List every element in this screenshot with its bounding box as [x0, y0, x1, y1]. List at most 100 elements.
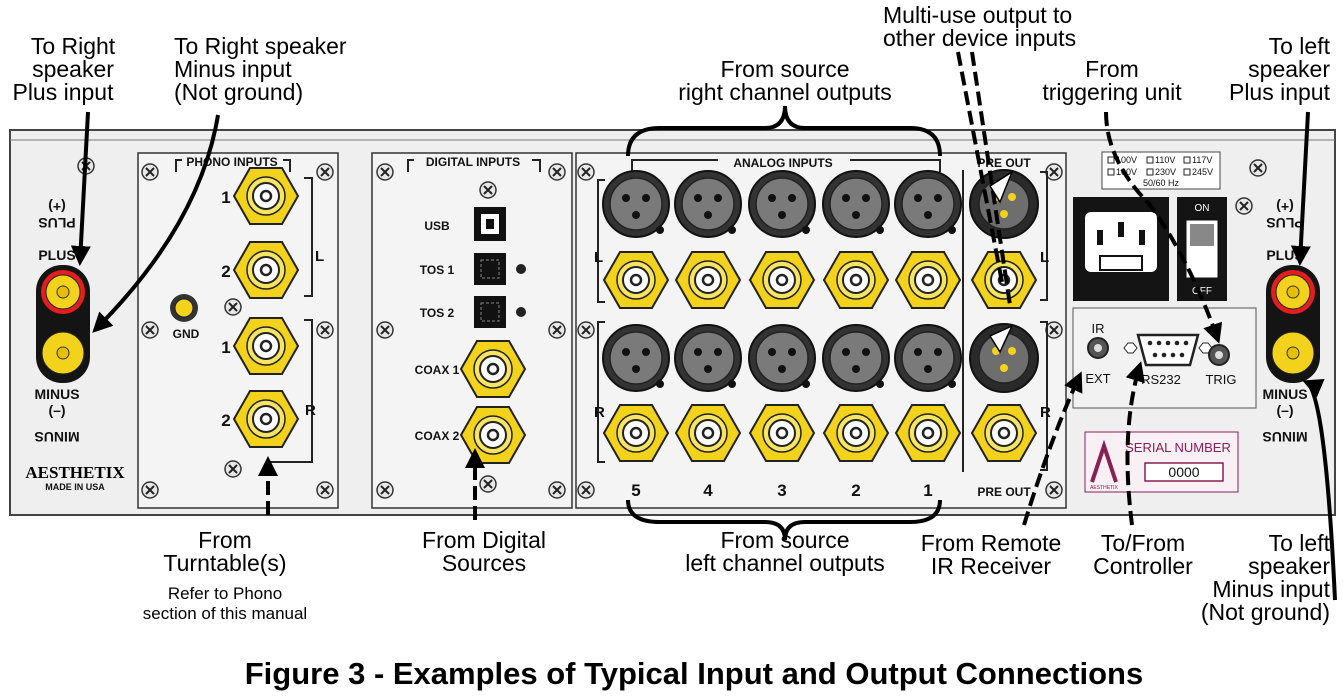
- svg-text:right channel outputs: right channel outputs: [678, 79, 892, 105]
- analog-input-number: 3: [777, 481, 786, 500]
- svg-text:From Remote: From Remote: [921, 530, 1062, 556]
- svg-text:To left: To left: [1269, 33, 1331, 59]
- rs232-pin: [1174, 340, 1180, 346]
- callout-source-right: From source right channel outputs: [678, 56, 892, 105]
- svg-text:R: R: [594, 404, 605, 421]
- svg-text:PLUS: PLUS: [1266, 247, 1303, 263]
- digital-header: DIGITAL INPUTS: [426, 155, 520, 169]
- svg-text:PLUS: PLUS: [1266, 215, 1303, 231]
- analog-xlr-l-2: [822, 170, 890, 238]
- svg-text:TOS 2: TOS 2: [420, 306, 455, 320]
- svg-text:OFF: OFF: [1192, 286, 1212, 297]
- svg-text:100V: 100V: [1116, 167, 1137, 177]
- svg-text:speaker: speaker: [32, 56, 114, 82]
- svg-text:COAX 1: COAX 1: [415, 363, 460, 377]
- svg-text:R: R: [305, 402, 316, 419]
- callout-right-minus: To Right speaker Minus input (Not ground…: [174, 33, 347, 105]
- voltage-selector: 100V 110V 117V 100V 230V 245V 50/60 Hz: [1101, 151, 1221, 190]
- callout-multi-use: Multi-use output to other device inputs: [883, 2, 1076, 51]
- svg-text:To/From: To/From: [1101, 530, 1185, 556]
- svg-text:COAX 2: COAX 2: [415, 429, 460, 443]
- figure-title: Figure 3 - Examples of Typical Input and…: [245, 656, 1144, 691]
- toslink-2: [474, 296, 526, 328]
- svg-text:triggering unit: triggering unit: [1042, 79, 1182, 105]
- pre-out-top: PRE OUT: [977, 156, 1031, 170]
- svg-text:230V: 230V: [1155, 167, 1176, 177]
- svg-text:(Not ground): (Not ground): [1201, 599, 1330, 625]
- callout-left-minus: To left speaker Minus input (Not ground): [1201, 530, 1331, 625]
- svg-text:245V: 245V: [1192, 167, 1213, 177]
- svg-text:left channel outputs: left channel outputs: [685, 550, 884, 576]
- brace-right-channel: [626, 105, 942, 157]
- svg-text:Controller: Controller: [1093, 553, 1193, 579]
- brand-logo: AESTHETIX: [25, 463, 125, 482]
- rs232-pin: [1161, 352, 1167, 358]
- callout-right-plus: To Right speaker Plus input: [12, 33, 115, 105]
- right-speaker-terminals: [36, 265, 90, 383]
- power-switch: [1177, 197, 1227, 301]
- minus-label: MINUS: [34, 386, 79, 402]
- brace-left-channel: [626, 499, 942, 541]
- analog-xlr-r-1: [894, 324, 962, 392]
- left-speaker-terminals: [1266, 265, 1320, 383]
- svg-text:MINUS: MINUS: [1262, 386, 1307, 402]
- svg-text:RS232: RS232: [1141, 372, 1181, 387]
- analog-input-numbers: 5 4 3 2 1: [631, 481, 932, 500]
- svg-text:L: L: [315, 248, 324, 265]
- analog-input-number: 1: [923, 481, 932, 500]
- callout-trigger: From triggering unit: [1042, 56, 1182, 105]
- analog-xlr-l-5: [602, 170, 670, 238]
- svg-text:USB: USB: [424, 219, 450, 233]
- svg-text:To Right: To Right: [31, 33, 116, 59]
- svg-text:speaker: speaker: [1248, 553, 1330, 579]
- svg-text:R: R: [1040, 404, 1051, 421]
- rs232-pin: [1170, 352, 1176, 358]
- plus-label: PLUS: [38, 247, 75, 263]
- callout-controller: To/From Controller: [1093, 530, 1193, 579]
- rs232-pin: [1183, 340, 1189, 346]
- rs232-pin: [1165, 340, 1171, 346]
- svg-text:MINUS: MINUS: [34, 429, 79, 445]
- svg-text:Multi-use output to: Multi-use output to: [883, 2, 1072, 28]
- analog-input-number: 5: [631, 481, 640, 500]
- svg-text:EXT: EXT: [1085, 371, 1110, 386]
- svg-text:117V: 117V: [1192, 155, 1212, 165]
- callout-remote-ir: From Remote IR Receiver: [921, 530, 1062, 579]
- svg-text:IR Receiver: IR Receiver: [931, 553, 1051, 579]
- analog-xlr-r-3: [748, 324, 816, 392]
- svg-text:L: L: [594, 249, 603, 266]
- made-in-usa: MADE IN USA: [45, 482, 105, 492]
- svg-text:From source: From source: [720, 56, 849, 82]
- svg-text:L: L: [1040, 249, 1049, 266]
- svg-text:Plus input: Plus input: [12, 79, 114, 105]
- svg-text:100V: 100V: [1116, 155, 1137, 165]
- rs232-pin: [1147, 340, 1153, 346]
- svg-text:50/60 Hz: 50/60 Hz: [1143, 178, 1180, 188]
- rs232-pin: [1179, 352, 1185, 358]
- analog-input-number: 4: [703, 481, 713, 500]
- rs232-pin: [1152, 352, 1158, 358]
- analog-xlr-l-3: [748, 170, 816, 238]
- callout-left-plus: To left speaker Plus input: [1229, 33, 1331, 105]
- svg-text:To Right speaker: To Right speaker: [174, 33, 347, 59]
- gnd-label: GND: [173, 327, 200, 341]
- svg-text:SERIAL NUMBER: SERIAL NUMBER: [1125, 440, 1231, 455]
- svg-text:AESTHETIX: AESTHETIX: [1090, 485, 1118, 491]
- svg-text:TRIG: TRIG: [1205, 372, 1236, 387]
- svg-text:From source: From source: [720, 527, 849, 553]
- svg-text:0000: 0000: [1168, 464, 1199, 480]
- svg-text:1: 1: [221, 338, 230, 357]
- svg-text:section of this manual: section of this manual: [143, 604, 307, 623]
- serial-plate: [1084, 431, 1239, 493]
- svg-text:TOS 1: TOS 1: [420, 263, 455, 277]
- rs232-pin: [1156, 340, 1162, 346]
- svg-text:MINUS: MINUS: [1262, 429, 1307, 445]
- svg-text:other device inputs: other device inputs: [883, 25, 1076, 51]
- analog-input-number: 2: [851, 481, 860, 500]
- ground-post: [170, 294, 198, 322]
- pre-out-bottom: PRE OUT: [977, 485, 1031, 499]
- phono-header: PHONO INPUTS: [186, 155, 277, 169]
- svg-text:(–): (–): [48, 402, 65, 418]
- svg-text:From: From: [1085, 56, 1139, 82]
- callout-turntable: From Turntable(s) Refer to Phono section…: [143, 527, 307, 623]
